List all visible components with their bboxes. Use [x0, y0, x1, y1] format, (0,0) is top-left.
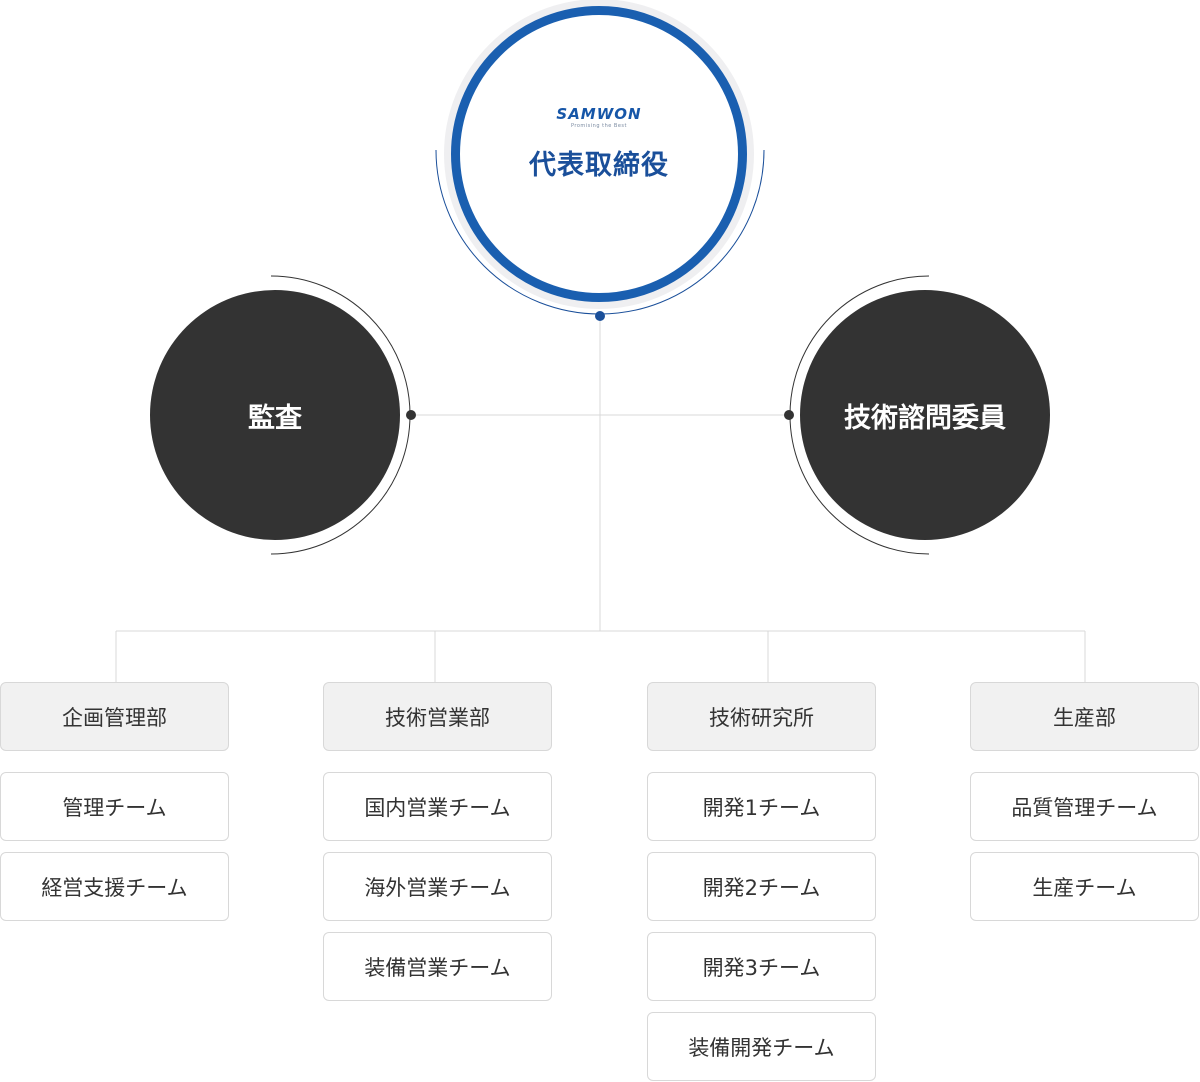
ceo-connector-dot — [595, 311, 605, 321]
department-header: 技術営業部 — [323, 682, 552, 751]
advisory-committee-title: 技術諮問委員 — [844, 402, 1006, 434]
team-box: 開発1チーム — [647, 772, 876, 841]
audit-connector-dot — [406, 410, 416, 420]
team-box: 品質管理チーム — [970, 772, 1199, 841]
team-box: 生産チーム — [970, 852, 1199, 921]
audit-title: 監査 — [248, 402, 302, 434]
department-header: 技術研究所 — [647, 682, 876, 751]
department-header: 企画管理部 — [0, 682, 229, 751]
team-box: 装備開発チーム — [647, 1012, 876, 1081]
team-box: 装備営業チーム — [323, 932, 552, 1001]
team-box: 管理チーム — [0, 772, 229, 841]
team-box: 経営支援チーム — [0, 852, 229, 921]
logo-tagline: Promising the Best — [570, 122, 627, 129]
advisory-connector-dot — [784, 410, 794, 420]
logo-wordmark: SAMWON — [556, 104, 642, 123]
ceo-node: SAMWON Promising the Best 代表取締役 — [451, 6, 747, 302]
team-box: 開発3チーム — [647, 932, 876, 1001]
company-logo: SAMWON Promising the Best — [556, 104, 642, 129]
team-box: 開発2チーム — [647, 852, 876, 921]
team-box: 海外営業チーム — [323, 852, 552, 921]
department-header: 生産部 — [970, 682, 1199, 751]
team-box: 国内営業チーム — [323, 772, 552, 841]
advisory-committee-node: 技術諮問委員 — [800, 290, 1050, 540]
ceo-title: 代表取締役 — [529, 149, 669, 181]
audit-node: 監査 — [150, 290, 400, 540]
